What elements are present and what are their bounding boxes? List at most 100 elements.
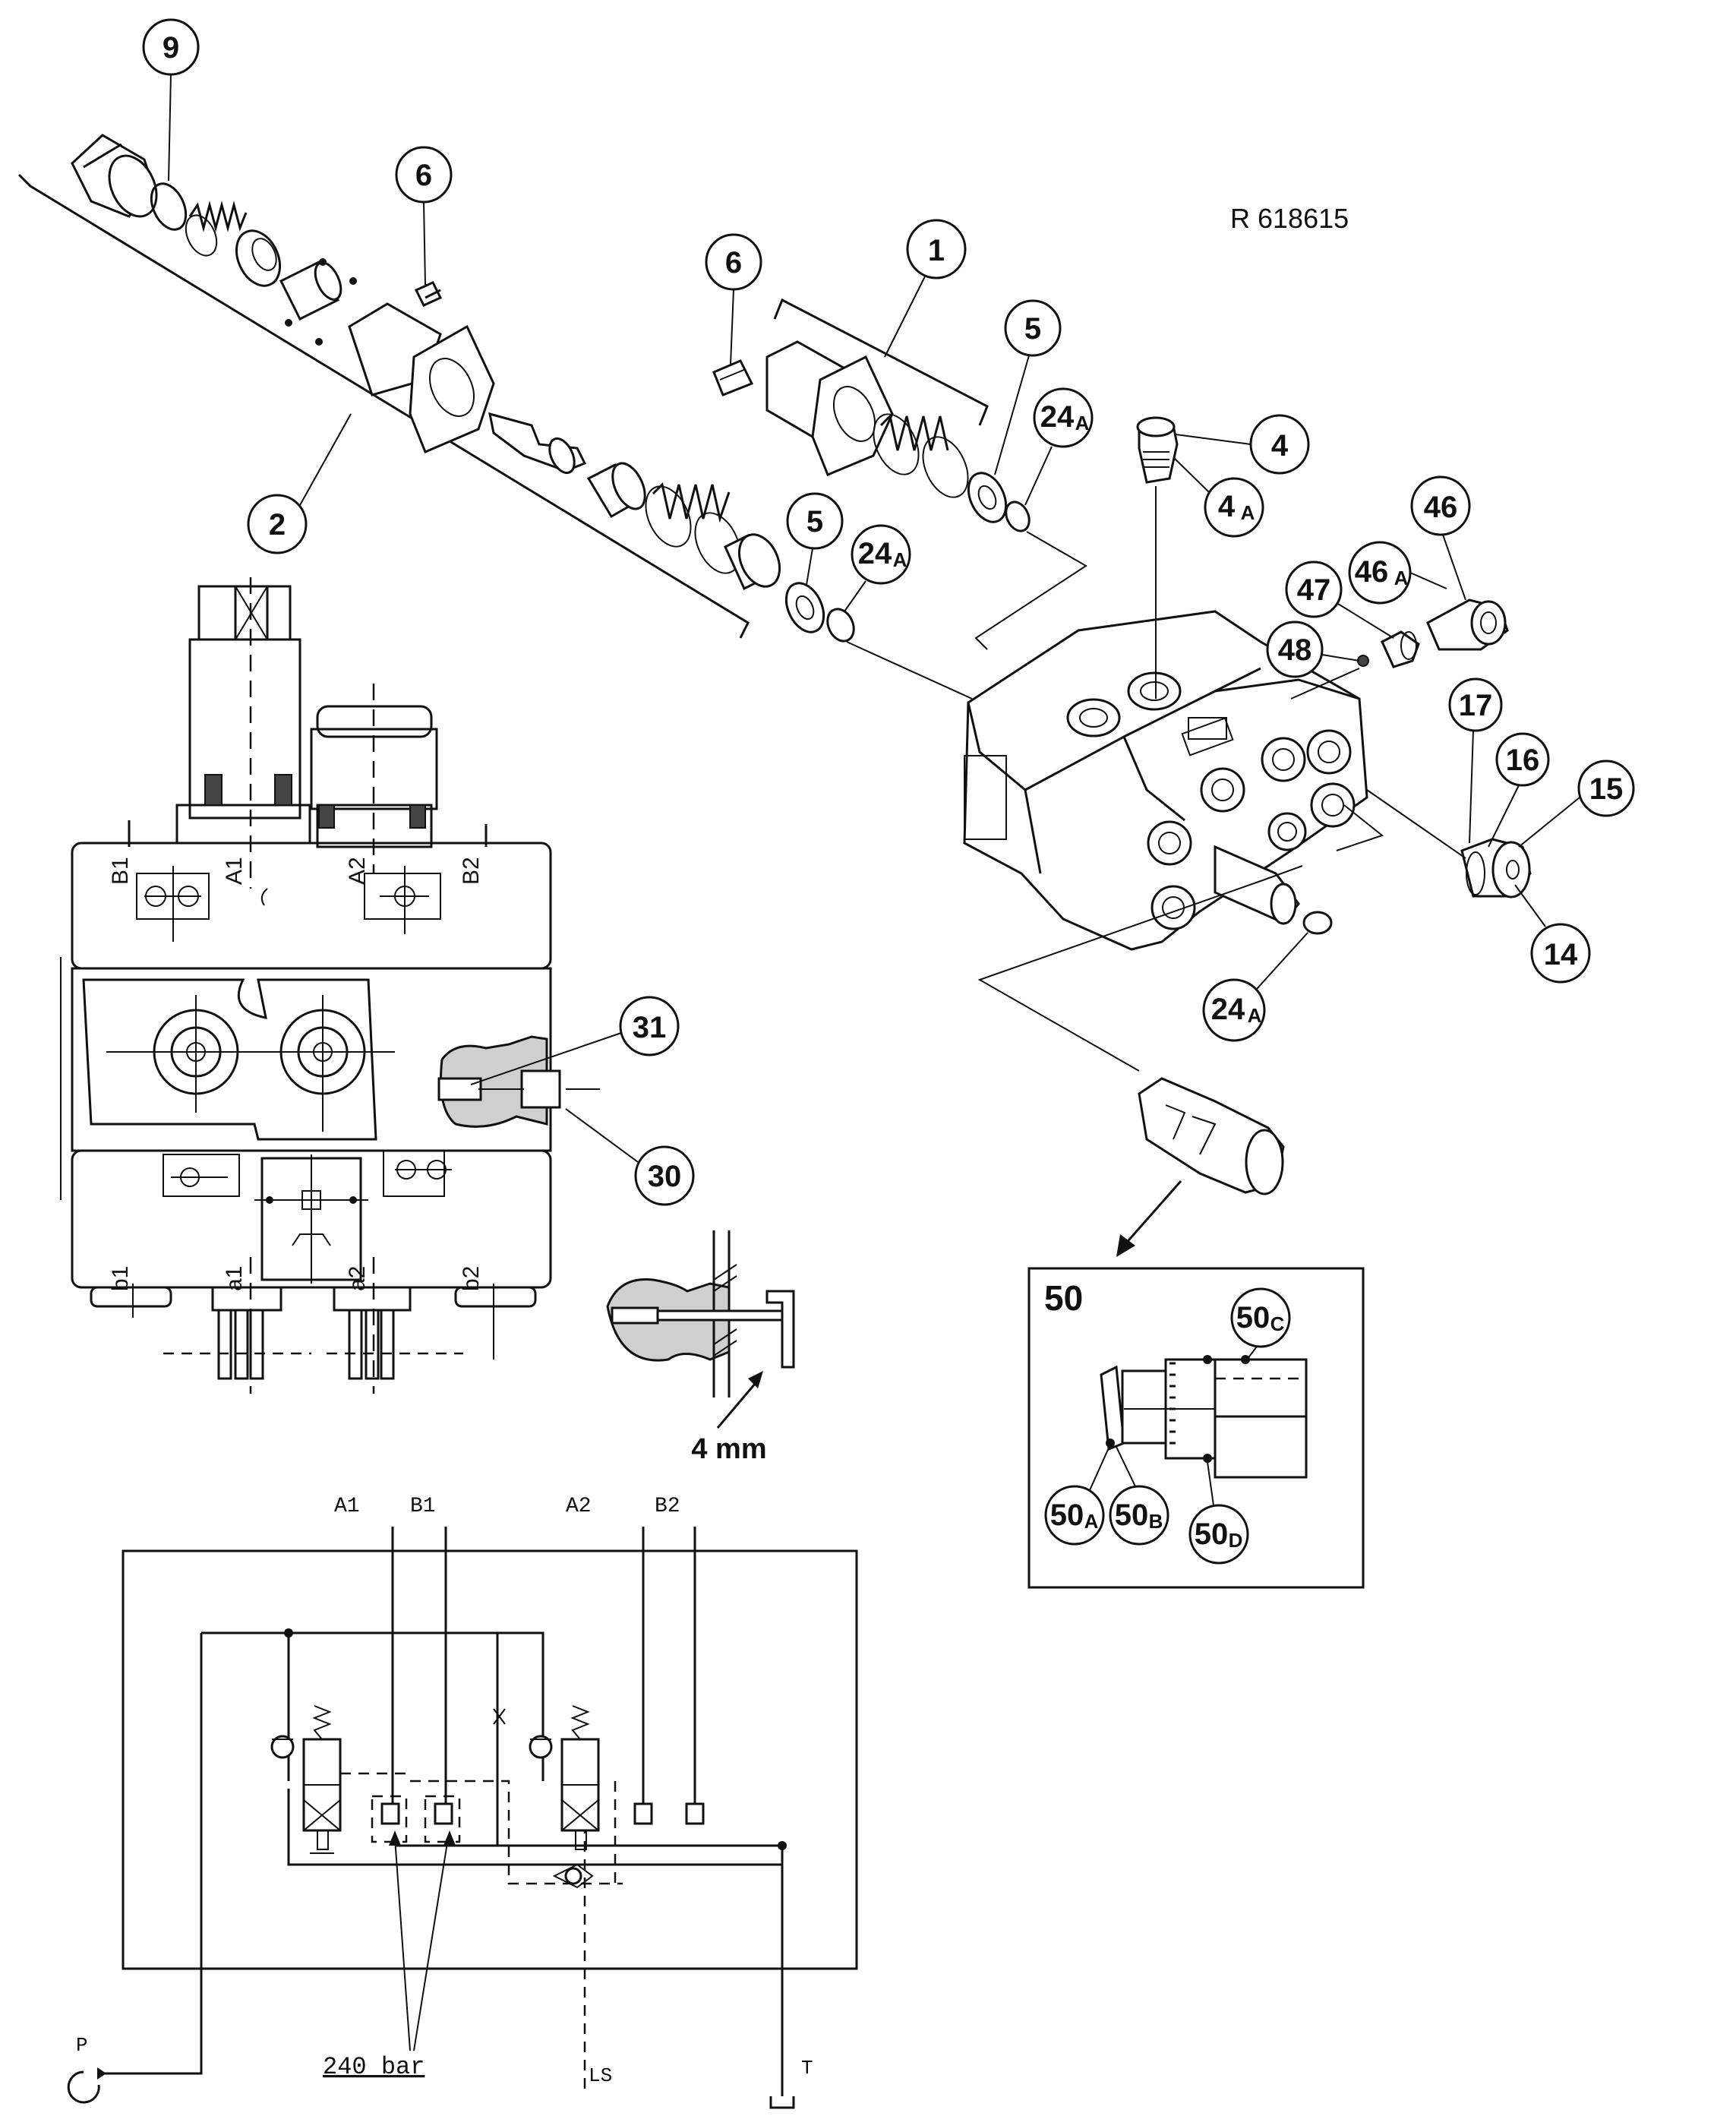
svg-text:24: 24 — [1211, 993, 1245, 1026]
callout-4a: 4 A — [1173, 456, 1264, 538]
svg-text:4: 4 — [1218, 490, 1236, 523]
svg-text:17: 17 — [1459, 689, 1493, 722]
schematic-port-A1: A1 — [334, 1495, 360, 1518]
valve-body-3d — [963, 610, 1368, 951]
fitting-50 — [1116, 1077, 1285, 1257]
svg-text:48: 48 — [1278, 633, 1312, 667]
svg-text:16: 16 — [1506, 744, 1540, 777]
spool-assembly-exploded — [17, 134, 973, 700]
svg-text:50: 50 — [1195, 1518, 1229, 1551]
svg-text:14: 14 — [1544, 938, 1578, 971]
spring-seat-2 — [586, 462, 646, 519]
callout-5-upper: 5 — [994, 299, 1062, 475]
spring-large — [645, 482, 741, 574]
plug-15-assembly — [1460, 838, 1532, 899]
svg-text:A: A — [1084, 1510, 1099, 1533]
svg-text:5: 5 — [1024, 312, 1041, 346]
washer-5-lower — [784, 582, 825, 633]
o-ring-9 — [150, 182, 188, 231]
end-cap — [724, 533, 781, 591]
callout-46a: 46 A — [1348, 541, 1447, 605]
callout-16: 16 — [1488, 732, 1550, 848]
callout-30: 30 — [565, 1108, 695, 1206]
svg-text:4: 4 — [1271, 429, 1289, 463]
plug-46 — [1426, 598, 1509, 651]
spring-small — [185, 201, 248, 257]
drawing-reference: R 618615 — [1230, 203, 1349, 234]
callout-24a-right: 24 A — [1202, 932, 1308, 1042]
screw-6-upper — [414, 281, 443, 307]
callout-6-upper: 6 — [395, 146, 453, 286]
svg-text:2: 2 — [269, 508, 286, 542]
callout-48: 48 — [1266, 621, 1360, 678]
plug-4 — [1136, 416, 1179, 699]
svg-text:1: 1 — [928, 234, 945, 267]
spool — [488, 412, 587, 475]
svg-text:A: A — [1241, 501, 1255, 524]
callout-6-cover: 6 — [705, 233, 762, 365]
svg-text:15: 15 — [1589, 772, 1624, 806]
callout-14: 14 — [1514, 884, 1591, 984]
svg-text:24: 24 — [1040, 400, 1075, 434]
svg-text:6: 6 — [725, 246, 742, 280]
callout-17: 17 — [1448, 677, 1503, 844]
schematic-port-B2: B2 — [655, 1495, 680, 1518]
port-label-B1: B1 — [108, 857, 133, 885]
callout-15: 15 — [1518, 760, 1635, 848]
svg-text:46: 46 — [1424, 491, 1458, 524]
hydraulic-schematic: A1 B1 A2 B2 — [67, 1495, 858, 2109]
spool-cover-flange — [348, 302, 495, 453]
schematic-port-B1: B1 — [410, 1495, 436, 1518]
screw-6-cover — [712, 359, 754, 396]
ball-48 — [1357, 655, 1369, 667]
schematic-port-LS: LS — [589, 2064, 612, 2087]
valve-front-view: B1 A1 A2 B2 — [60, 577, 600, 1394]
callout-5-lower: 5 — [786, 492, 844, 586]
schematic-port-P: P — [76, 2034, 88, 2057]
callout-47: 47 — [1285, 561, 1394, 639]
callout-4: 4 — [1175, 414, 1310, 475]
cap-nut — [71, 134, 158, 218]
svg-text:31: 31 — [633, 1011, 667, 1044]
callout-24a-lower: 24 A — [844, 524, 911, 612]
callout-1: 1 — [884, 219, 967, 358]
svg-text:5: 5 — [806, 505, 823, 538]
callouts: 9 6 2 6 1 5 — [142, 18, 1635, 1042]
dimension-4mm: 4 mm — [691, 1433, 766, 1465]
svg-text:46: 46 — [1355, 555, 1389, 589]
svg-text:50: 50 — [1050, 1499, 1084, 1532]
relief-pressure-label: 240 bar — [323, 2053, 425, 2081]
svg-text:B: B — [1149, 1510, 1163, 1533]
svg-text:A: A — [1248, 1004, 1262, 1027]
poppet-47 — [1381, 630, 1420, 668]
o-ring-24a-lower — [826, 608, 855, 643]
spacer-tube — [279, 260, 342, 321]
detail-50-title: 50 — [1044, 1278, 1083, 1318]
port-label-A1: A1 — [222, 857, 247, 885]
o-ring-24a-upper — [1005, 501, 1031, 532]
svg-text:47: 47 — [1297, 573, 1331, 607]
svg-text:24: 24 — [858, 537, 892, 570]
detail-box-50: 50 50 C 50 A 50 B 50 D — [1027, 1267, 1365, 1589]
schematic-port-T: T — [801, 2057, 813, 2080]
svg-text:A: A — [1075, 412, 1090, 434]
svg-text:50: 50 — [1115, 1499, 1149, 1532]
svg-text:30: 30 — [648, 1160, 682, 1193]
port-label-A2: A2 — [345, 857, 370, 885]
svg-text:C: C — [1270, 1312, 1285, 1335]
svg-text:9: 9 — [163, 31, 179, 65]
section-detail-4mm: 4 mm — [606, 1230, 795, 1465]
callout-46: 46 — [1410, 475, 1471, 601]
svg-text:D: D — [1229, 1529, 1243, 1552]
callout-31: 31 — [470, 996, 680, 1085]
callout-9: 9 — [142, 18, 200, 182]
schematic-port-A2: A2 — [566, 1495, 592, 1518]
cover-assembly-1 — [712, 298, 1087, 650]
spring-seat — [235, 229, 282, 287]
callout-24a-upper: 24 A — [1024, 387, 1094, 506]
svg-text:A: A — [893, 548, 907, 571]
svg-text:50: 50 — [1236, 1301, 1270, 1334]
svg-text:A: A — [1394, 567, 1409, 589]
callout-2: 2 — [247, 413, 352, 554]
